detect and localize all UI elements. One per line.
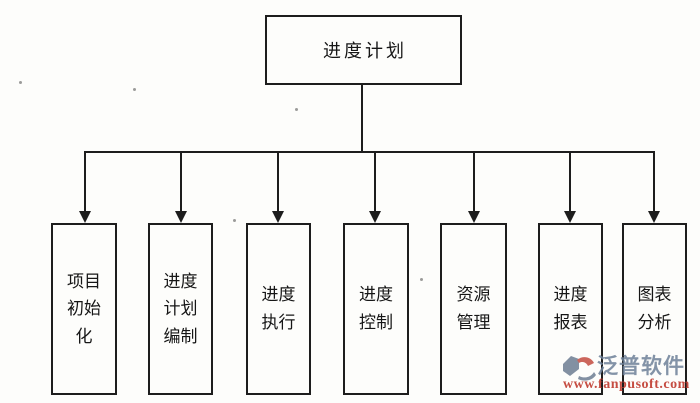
node-label: 进度执行 [261, 285, 296, 332]
node-label: 进度计划编制 [163, 271, 198, 346]
scan-speck [19, 81, 22, 84]
node-label: 进度控制 [358, 285, 393, 332]
node-label: 图表分析 [637, 285, 672, 332]
node-label: 项目初始化 [66, 271, 101, 346]
node-schedule-plan: 进度计划 [265, 15, 462, 85]
scan-speck [420, 278, 423, 281]
arrowhead-icon [564, 211, 576, 223]
connector-trunk [84, 84, 655, 213]
arrowhead-icon [175, 211, 187, 223]
scan-speck [233, 219, 236, 222]
node-schedule-control: 进度控制 [343, 223, 409, 395]
node-schedule-execution: 进度执行 [246, 223, 311, 395]
node-schedule-report: 进度报表 [538, 223, 603, 395]
arrowhead-icon [648, 211, 660, 223]
node-label: 进度计划 [323, 41, 407, 61]
arrowhead-icon [79, 211, 91, 223]
arrowheads [79, 211, 660, 223]
scan-speck [295, 108, 298, 111]
scan-speck [133, 88, 136, 91]
arrowhead-icon [272, 211, 284, 223]
node-resource-management: 资源管理 [440, 223, 507, 395]
arrowhead-icon [369, 211, 381, 223]
node-label: 进度报表 [553, 285, 588, 332]
arrowhead-icon [468, 211, 480, 223]
node-project-initialization: 项目初始化 [51, 223, 117, 395]
node-schedule-plan-preparation: 进度计划编制 [148, 223, 213, 395]
node-label: 资源管理 [456, 285, 491, 332]
node-chart-analysis: 图表分析 [622, 223, 687, 395]
